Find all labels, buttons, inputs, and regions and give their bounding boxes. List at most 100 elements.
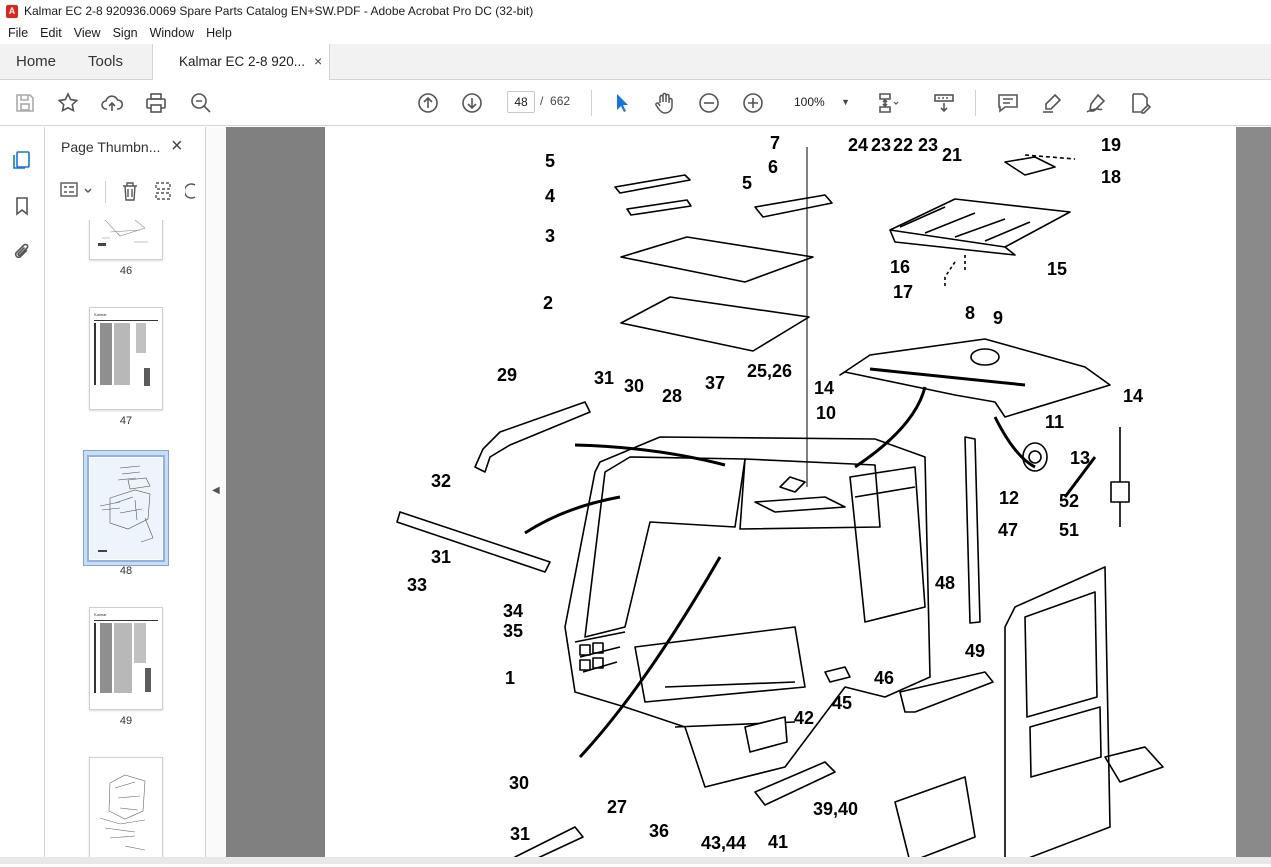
part-callout: 31 — [510, 824, 530, 844]
part-callout: 25,26 — [747, 361, 792, 381]
scroll-mode-icon[interactable] — [932, 91, 956, 115]
thumbnail-page[interactable]: Kalmar — [89, 607, 163, 710]
main-toolbar: 48 / 662 100% ▼ — [0, 80, 1271, 126]
thumbnail-label: 46 — [119, 265, 133, 277]
part-callout: 30 — [624, 376, 644, 396]
zoom-in-icon[interactable] — [741, 91, 765, 115]
tab-home[interactable]: Home — [16, 53, 57, 70]
menu-sign[interactable]: Sign — [112, 26, 138, 40]
part-callout: 45 — [832, 693, 852, 713]
menu-window[interactable]: Window — [149, 26, 195, 40]
menu-bar: File Edit View Sign Window Help — [0, 22, 1271, 44]
thumbnail-options-icon[interactable] — [59, 179, 95, 201]
tab-close-icon[interactable]: × — [314, 53, 323, 69]
thumbnail-page[interactable]: Kalmar — [89, 307, 163, 410]
page-down-icon[interactable] — [460, 91, 484, 115]
bookmark-star-icon[interactable] — [56, 91, 80, 115]
zoom-search-icon[interactable] — [189, 91, 213, 115]
toolbar-divider — [591, 90, 592, 116]
menu-edit[interactable]: Edit — [40, 26, 62, 40]
close-icon[interactable]: × — [171, 135, 183, 157]
exploded-parts-diagram: 5432765242322232119181516178929313028372… — [396, 133, 1164, 867]
tab-document[interactable]: Kalmar EC 2-8 920... × — [152, 44, 330, 81]
sign-pen-icon[interactable] — [1084, 91, 1108, 115]
comment-icon[interactable] — [996, 91, 1020, 115]
part-callout: 14 — [814, 378, 834, 398]
part-callout: 15 — [1047, 259, 1067, 279]
part-callout: 23 — [871, 135, 891, 155]
chevron-left-icon[interactable]: ◀ — [212, 485, 220, 496]
bookmarks-icon[interactable] — [11, 195, 33, 217]
part-callout: 5 — [742, 173, 752, 193]
redact-tool-icon[interactable] — [1128, 91, 1152, 115]
part-callout: 24 — [848, 135, 868, 155]
print-icon[interactable] — [144, 91, 168, 115]
part-callout: 28 — [662, 386, 682, 406]
part-callout: 51 — [1059, 520, 1079, 540]
select-cursor-icon[interactable] — [609, 91, 633, 115]
toolbar-divider — [975, 90, 976, 116]
part-callout: 17 — [893, 282, 913, 302]
part-callout: 30 — [509, 773, 529, 793]
part-callout: 52 — [1059, 491, 1079, 511]
menu-help[interactable]: Help — [206, 26, 232, 40]
part-callout: 19 — [1101, 135, 1121, 155]
menu-view[interactable]: View — [73, 26, 101, 40]
part-callout: 29 — [497, 365, 517, 385]
title-bar: A Kalmar EC 2-8 920936.0069 Spare Parts … — [0, 0, 1271, 22]
rotate-page-icon[interactable] — [185, 180, 199, 202]
part-callout: 49 — [965, 641, 985, 661]
save-icon[interactable] — [13, 91, 37, 115]
zoom-out-icon[interactable] — [697, 91, 721, 115]
highlight-pen-icon[interactable] — [1040, 91, 1064, 115]
svg-text:Kalmar: Kalmar — [94, 612, 107, 617]
part-callout: 36 — [649, 821, 669, 841]
page-number-input[interactable]: 48 — [507, 91, 535, 113]
part-callout: 10 — [816, 403, 836, 423]
part-callout: 48 — [935, 573, 955, 593]
attachments-icon[interactable] — [11, 241, 33, 263]
part-callout: 13 — [1070, 448, 1090, 468]
part-callout: 4 — [545, 186, 555, 206]
part-callout: 2 — [543, 293, 553, 313]
thumbnail-page[interactable] — [89, 757, 163, 860]
panel-title: Page Thumbn... — [61, 139, 161, 155]
page-thumbnails-panel: Page Thumbn... × 46 Kalmar — [45, 127, 243, 864]
part-callout: 35 — [503, 621, 523, 641]
tab-tools[interactable]: Tools — [88, 53, 124, 70]
part-callout: 7 — [770, 133, 780, 153]
menu-file[interactable]: File — [8, 26, 29, 40]
hand-tool-icon[interactable] — [653, 91, 677, 115]
window-title: Kalmar EC 2-8 920936.0069 Spare Parts Ca… — [24, 4, 534, 18]
left-navigation-rail — [0, 127, 45, 864]
thumbnail-list: 46 Kalmar 47 — [45, 220, 185, 860]
zoom-value: 100% — [794, 95, 825, 109]
page-count: / 662 — [540, 94, 571, 108]
chevron-down-icon: ▼ — [841, 97, 850, 107]
part-callout: 8 — [965, 303, 975, 323]
thumbnail-page[interactable] — [89, 220, 163, 260]
page-fit-icon[interactable] — [876, 91, 900, 115]
panel-collapse-handle[interactable]: ◀ — [206, 127, 226, 864]
thumbnail-page-selected[interactable] — [87, 455, 165, 562]
page-up-icon[interactable] — [416, 91, 440, 115]
part-callout: 34 — [503, 601, 523, 621]
svg-text:Kalmar: Kalmar — [94, 312, 107, 317]
zoom-select[interactable]: 100% ▼ — [784, 91, 856, 113]
extract-page-icon[interactable] — [152, 180, 174, 202]
part-callout: 32 — [431, 471, 451, 491]
page-thumbnails-icon[interactable] — [11, 149, 33, 171]
part-callout: 33 — [407, 575, 427, 595]
status-strip — [0, 857, 1271, 864]
part-callout: 47 — [998, 520, 1018, 540]
part-callout: 43,44 — [701, 833, 746, 853]
delete-page-icon[interactable] — [119, 180, 141, 202]
cloud-upload-icon[interactable] — [100, 91, 124, 115]
document-scrollbar[interactable] — [1236, 127, 1271, 864]
thumbnail-label: 48 — [119, 565, 133, 577]
part-callout: 5 — [545, 151, 555, 171]
part-callout: 12 — [999, 488, 1019, 508]
tab-bar: Home Tools Kalmar EC 2-8 920... × — [0, 44, 1271, 81]
part-callout: 22 — [893, 135, 913, 155]
